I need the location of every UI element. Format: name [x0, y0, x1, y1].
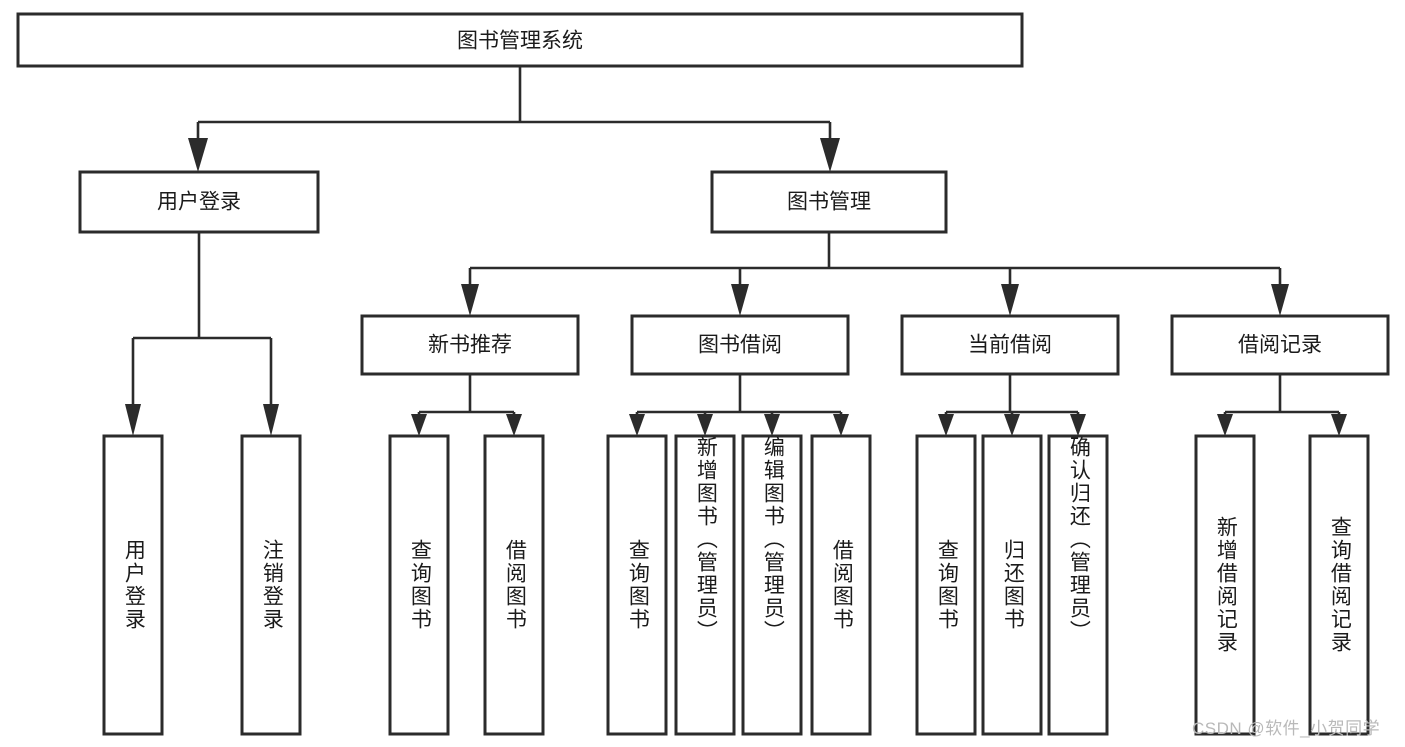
node-current-borrow[interactable]: 当前借阅 [900, 314, 1120, 376]
arrow-head-icon [1271, 284, 1289, 316]
arrow-head-icon [1331, 414, 1347, 436]
node-box-leaf-return-book[interactable] [981, 434, 1043, 736]
node-box-leaf-add-borrow-record[interactable] [1194, 434, 1256, 736]
connector-bookborrow-to-leaves [629, 374, 849, 436]
node-box-leaf-query-book-borrow[interactable] [606, 434, 668, 736]
node-box-leaf-query-book-rec[interactable] [388, 434, 450, 736]
arrow-head-icon [263, 404, 279, 436]
node-borrow-record[interactable]: 借阅记录 [1170, 314, 1390, 376]
node-box-leaf-borrow-book-rec[interactable] [483, 434, 545, 736]
node-box [16, 12, 1024, 68]
node-label: 当前借阅 [968, 334, 1052, 357]
node-box-leaf-user-logout[interactable] [240, 434, 302, 736]
arrow-head-icon [697, 414, 713, 436]
node-box [710, 170, 948, 234]
node-book-management[interactable]: 图书管理 [710, 170, 948, 234]
connector-borrowrecord-to-leaves [1217, 374, 1347, 436]
connector-currentborrow-to-leaves [938, 374, 1086, 436]
node-box-leaf-edit-book-admin[interactable] [741, 434, 803, 736]
node-label: 图书借阅 [698, 334, 782, 357]
connector-newbook-to-leaves [411, 374, 522, 436]
node-label: 用户登录 [157, 191, 241, 214]
node-label: 图书管理 [787, 191, 871, 214]
node-new-book-recommend[interactable]: 新书推荐 [360, 314, 580, 376]
node-label: 图书管理系统 [457, 30, 583, 53]
arrow-head-icon [833, 414, 849, 436]
node-box-leaf-user-login[interactable] [102, 434, 164, 736]
node-box-leaf-add-book-admin[interactable] [674, 434, 736, 736]
node-box [630, 314, 850, 376]
watermark-text: CSDN @软件_小贺同学 [1192, 719, 1381, 738]
connector-userlogin-to-leaves [125, 232, 279, 436]
node-box-leaf-query-borrow-record[interactable] [1308, 434, 1370, 736]
arrow-head-icon [506, 414, 522, 436]
connector-root-to-level1 [188, 66, 840, 172]
node-box [1170, 314, 1390, 376]
leaf-boxes [102, 434, 1370, 736]
arrow-head-icon [411, 414, 427, 436]
arrow-head-icon [461, 284, 479, 316]
arrow-head-icon [1217, 414, 1233, 436]
arrow-head-icon [1001, 284, 1019, 316]
node-box [78, 170, 320, 234]
node-box [360, 314, 580, 376]
node-box-leaf-confirm-return-admin[interactable] [1047, 434, 1109, 736]
node-book-borrow[interactable]: 图书借阅 [630, 314, 850, 376]
connector-bookmgmt-to-level2 [461, 232, 1289, 316]
arrow-head-icon [125, 404, 141, 436]
node-box-leaf-borrow-book[interactable] [810, 434, 872, 736]
node-label: 借阅记录 [1238, 334, 1322, 357]
arrow-head-icon [629, 414, 645, 436]
arrow-head-icon [938, 414, 954, 436]
node-label: 新书推荐 [428, 334, 512, 357]
arrow-head-icon [764, 414, 780, 436]
node-root[interactable]: 图书管理系统 [16, 12, 1024, 68]
arrow-head-icon [731, 284, 749, 316]
node-box [900, 314, 1120, 376]
arrow-head-icon [188, 138, 208, 172]
arrow-head-icon [820, 138, 840, 172]
arrow-head-icon [1070, 414, 1086, 436]
node-user-login[interactable]: 用户登录 [78, 170, 320, 234]
node-box-leaf-query-book-current[interactable] [915, 434, 977, 736]
arrow-head-icon [1004, 414, 1020, 436]
